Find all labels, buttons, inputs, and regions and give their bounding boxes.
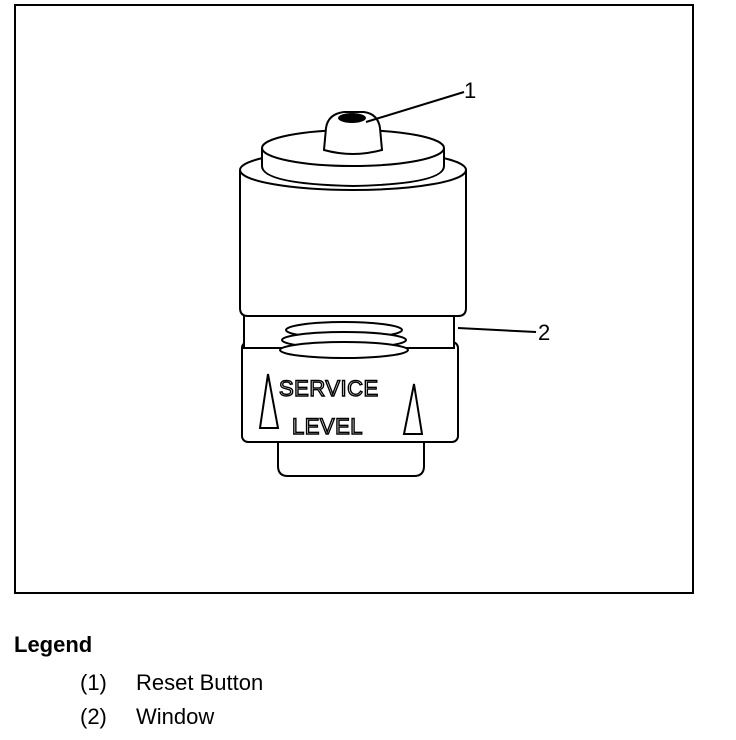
legend-item-label: Window	[136, 704, 215, 729]
legend: Legend (1) Reset Button (2) Window	[14, 632, 714, 734]
legend-item: (1) Reset Button	[14, 666, 714, 700]
legend-title: Legend	[14, 632, 93, 657]
legend-item-number: (1)	[80, 670, 107, 695]
callout-2: 2	[538, 320, 550, 345]
legend-item: (2) Window	[14, 700, 714, 734]
legend-item-number: (2)	[80, 704, 107, 729]
bottom-stem	[277, 436, 425, 477]
left-warning-triangle	[258, 373, 280, 429]
figure-frame: SERVICE LEVEL 1 2	[14, 4, 694, 594]
leader-line-1	[365, 91, 465, 123]
stamp-line-2: LEVEL	[292, 414, 363, 439]
button-tip	[338, 113, 366, 123]
callout-1: 1	[464, 78, 476, 103]
legend-item-label: Reset Button	[136, 670, 264, 695]
upper-body	[239, 170, 467, 317]
restriction-indicator-diagram: SERVICE LEVEL 1 2	[239, 78, 550, 477]
leader-line-2	[457, 327, 537, 333]
right-warning-triangle	[402, 383, 424, 435]
stamp-line-1: SERVICE	[279, 376, 379, 401]
